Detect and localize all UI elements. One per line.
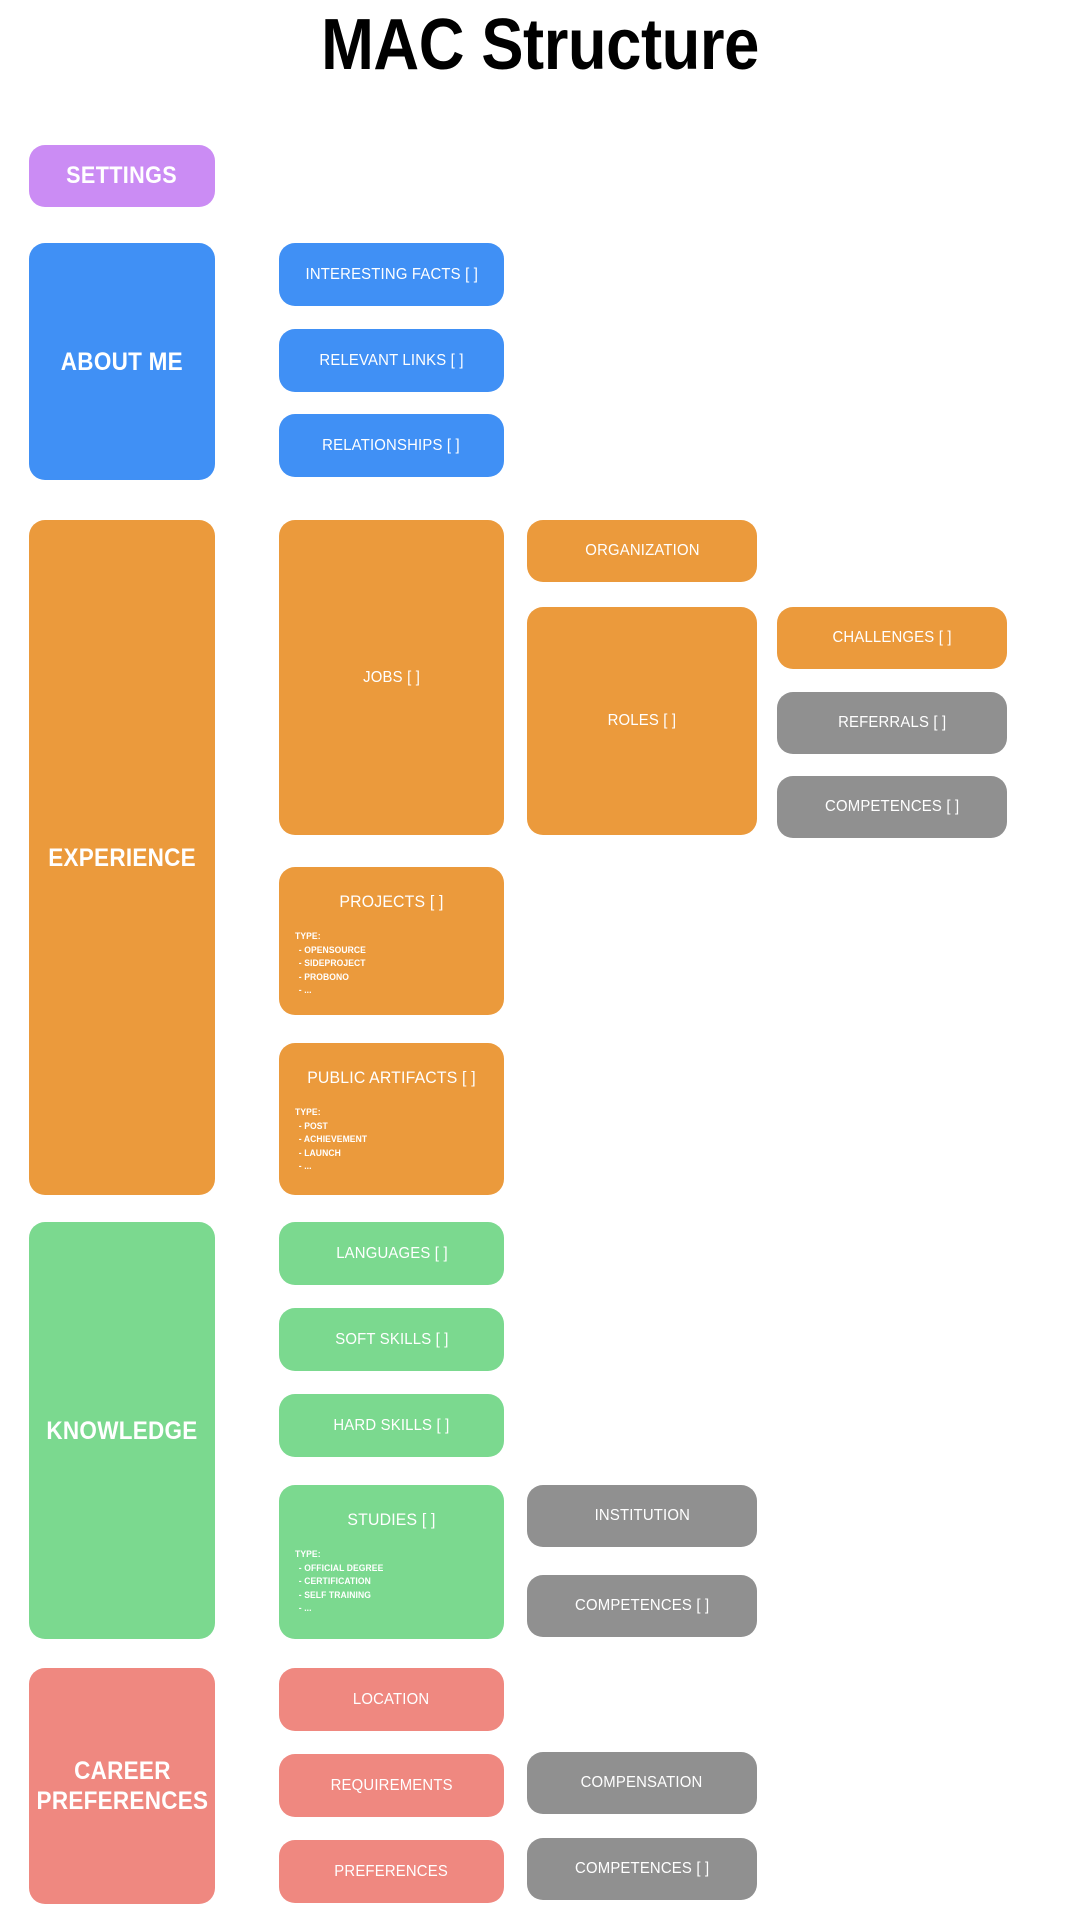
detail-item: - LAUNCH [298,1147,341,1158]
node-requirements[interactable]: REQUIREMENTS [279,1754,504,1817]
node-hard-skills-label: HARD SKILLS [ ] [333,1416,450,1434]
node-knowledge-competences[interactable]: COMPETENCES [ ] [527,1575,757,1637]
node-compensation[interactable]: COMPENSATION [527,1752,757,1814]
node-location-label: LOCATION [353,1690,430,1708]
node-projects[interactable]: PROJECTS [ ] TYPE: - OPENSOURCE - SIDEPR… [279,867,504,1015]
node-career-preferences[interactable]: CAREER PREFERENCES [29,1668,215,1904]
node-career-competences[interactable]: COMPETENCES [ ] [527,1838,757,1900]
node-location[interactable]: LOCATION [279,1668,504,1731]
node-public-artifacts-label: PUBLIC ARTIFACTS [ ] [307,1068,476,1087]
page-title: MAC Structure [321,5,759,85]
detail-item: - OFFICIAL DEGREE [298,1562,384,1573]
node-challenges-label: CHALLENGES [ ] [832,629,952,646]
node-about-me[interactable]: ABOUT ME [29,243,215,480]
node-requirements-label: REQUIREMENTS [330,1776,453,1794]
node-interesting-facts[interactable]: INTERESTING FACTS [ ] [279,243,504,306]
node-relationships-label: RELATIONSHIPS [ ] [322,436,461,454]
detail-head: TYPE: [295,931,321,941]
detail-item: - ... [298,985,312,995]
node-experience-label: EXPERIENCE [48,843,196,872]
node-relevant-links-label: RELEVANT LINKS [ ] [319,351,464,369]
node-public-artifacts-detail: TYPE: - POST - ACHIEVEMENT - LAUNCH - ..… [295,1106,478,1174]
detail-head: TYPE: [295,1107,321,1117]
node-relationships[interactable]: RELATIONSHIPS [ ] [279,414,504,477]
node-preferences-label: PREFERENCES [334,1862,449,1880]
node-experience[interactable]: EXPERIENCE [29,520,215,1195]
node-experience-competences-label: COMPETENCES [ ] [824,798,960,815]
node-referrals-label: REFERRALS [ ] [837,714,947,731]
node-interesting-facts-label: INTERESTING FACTS [ ] [305,265,478,283]
detail-item: - ... [298,1161,312,1171]
detail-item: - POST [298,1120,328,1131]
node-languages-label: LANGUAGES [ ] [335,1244,448,1262]
node-settings-label: SETTINGS [66,162,178,189]
node-jobs[interactable]: JOBS [ ] [279,520,504,835]
detail-item: - SIDEPROJECT [298,958,366,968]
node-soft-skills-label: SOFT SKILLS [ ] [334,1330,449,1348]
node-about-me-label: ABOUT ME [60,347,184,376]
node-compensation-label: COMPENSATION [581,1774,703,1791]
node-challenges[interactable]: CHALLENGES [ ] [777,607,1007,669]
detail-item: - CERTIFICATION [298,1576,371,1586]
node-studies[interactable]: STUDIES [ ] TYPE: - OFFICIAL DEGREE - CE… [279,1485,504,1639]
node-studies-label: STUDIES [ ] [347,1510,436,1529]
node-public-artifacts[interactable]: PUBLIC ARTIFACTS [ ] TYPE: - POST - ACHI… [279,1043,504,1195]
node-roles-label: ROLES [ ] [607,712,677,729]
node-roles[interactable]: ROLES [ ] [527,607,757,835]
detail-head: TYPE: [295,1549,321,1559]
node-preferences[interactable]: PREFERENCES [279,1840,504,1903]
node-referrals[interactable]: REFERRALS [ ] [777,692,1007,754]
node-institution[interactable]: INSTITUTION [527,1485,757,1547]
node-organization-label: ORGANIZATION [584,542,700,559]
node-languages[interactable]: LANGUAGES [ ] [279,1222,504,1285]
node-knowledge[interactable]: KNOWLEDGE [29,1222,215,1639]
detail-item: - ... [298,1603,312,1613]
node-jobs-label: JOBS [ ] [363,668,420,686]
node-career-preferences-label: CAREER PREFERENCES [36,1757,208,1815]
node-hard-skills[interactable]: HARD SKILLS [ ] [279,1394,504,1457]
node-career-competences-label: COMPETENCES [ ] [574,1860,710,1877]
node-relevant-links[interactable]: RELEVANT LINKS [ ] [279,329,504,392]
node-knowledge-competences-label: COMPETENCES [ ] [574,1597,710,1614]
node-projects-label: PROJECTS [ ] [339,892,444,911]
detail-item: - ACHIEVEMENT [298,1134,368,1144]
node-knowledge-label: KNOWLEDGE [46,1416,198,1445]
node-experience-competences[interactable]: COMPETENCES [ ] [777,776,1007,838]
detail-item: - SELF TRAINING [298,1589,371,1600]
detail-item: - PROBONO [298,971,350,982]
node-settings[interactable]: SETTINGS [29,145,215,207]
node-studies-detail: TYPE: - OFFICIAL DEGREE - CERTIFICATION … [295,1548,478,1616]
node-institution-label: INSTITUTION [594,1507,690,1524]
node-organization[interactable]: ORGANIZATION [527,520,757,582]
detail-item: - OPENSOURCE [298,944,366,955]
node-soft-skills[interactable]: SOFT SKILLS [ ] [279,1308,504,1371]
node-projects-detail: TYPE: - OPENSOURCE - SIDEPROJECT - PROBO… [295,930,478,998]
